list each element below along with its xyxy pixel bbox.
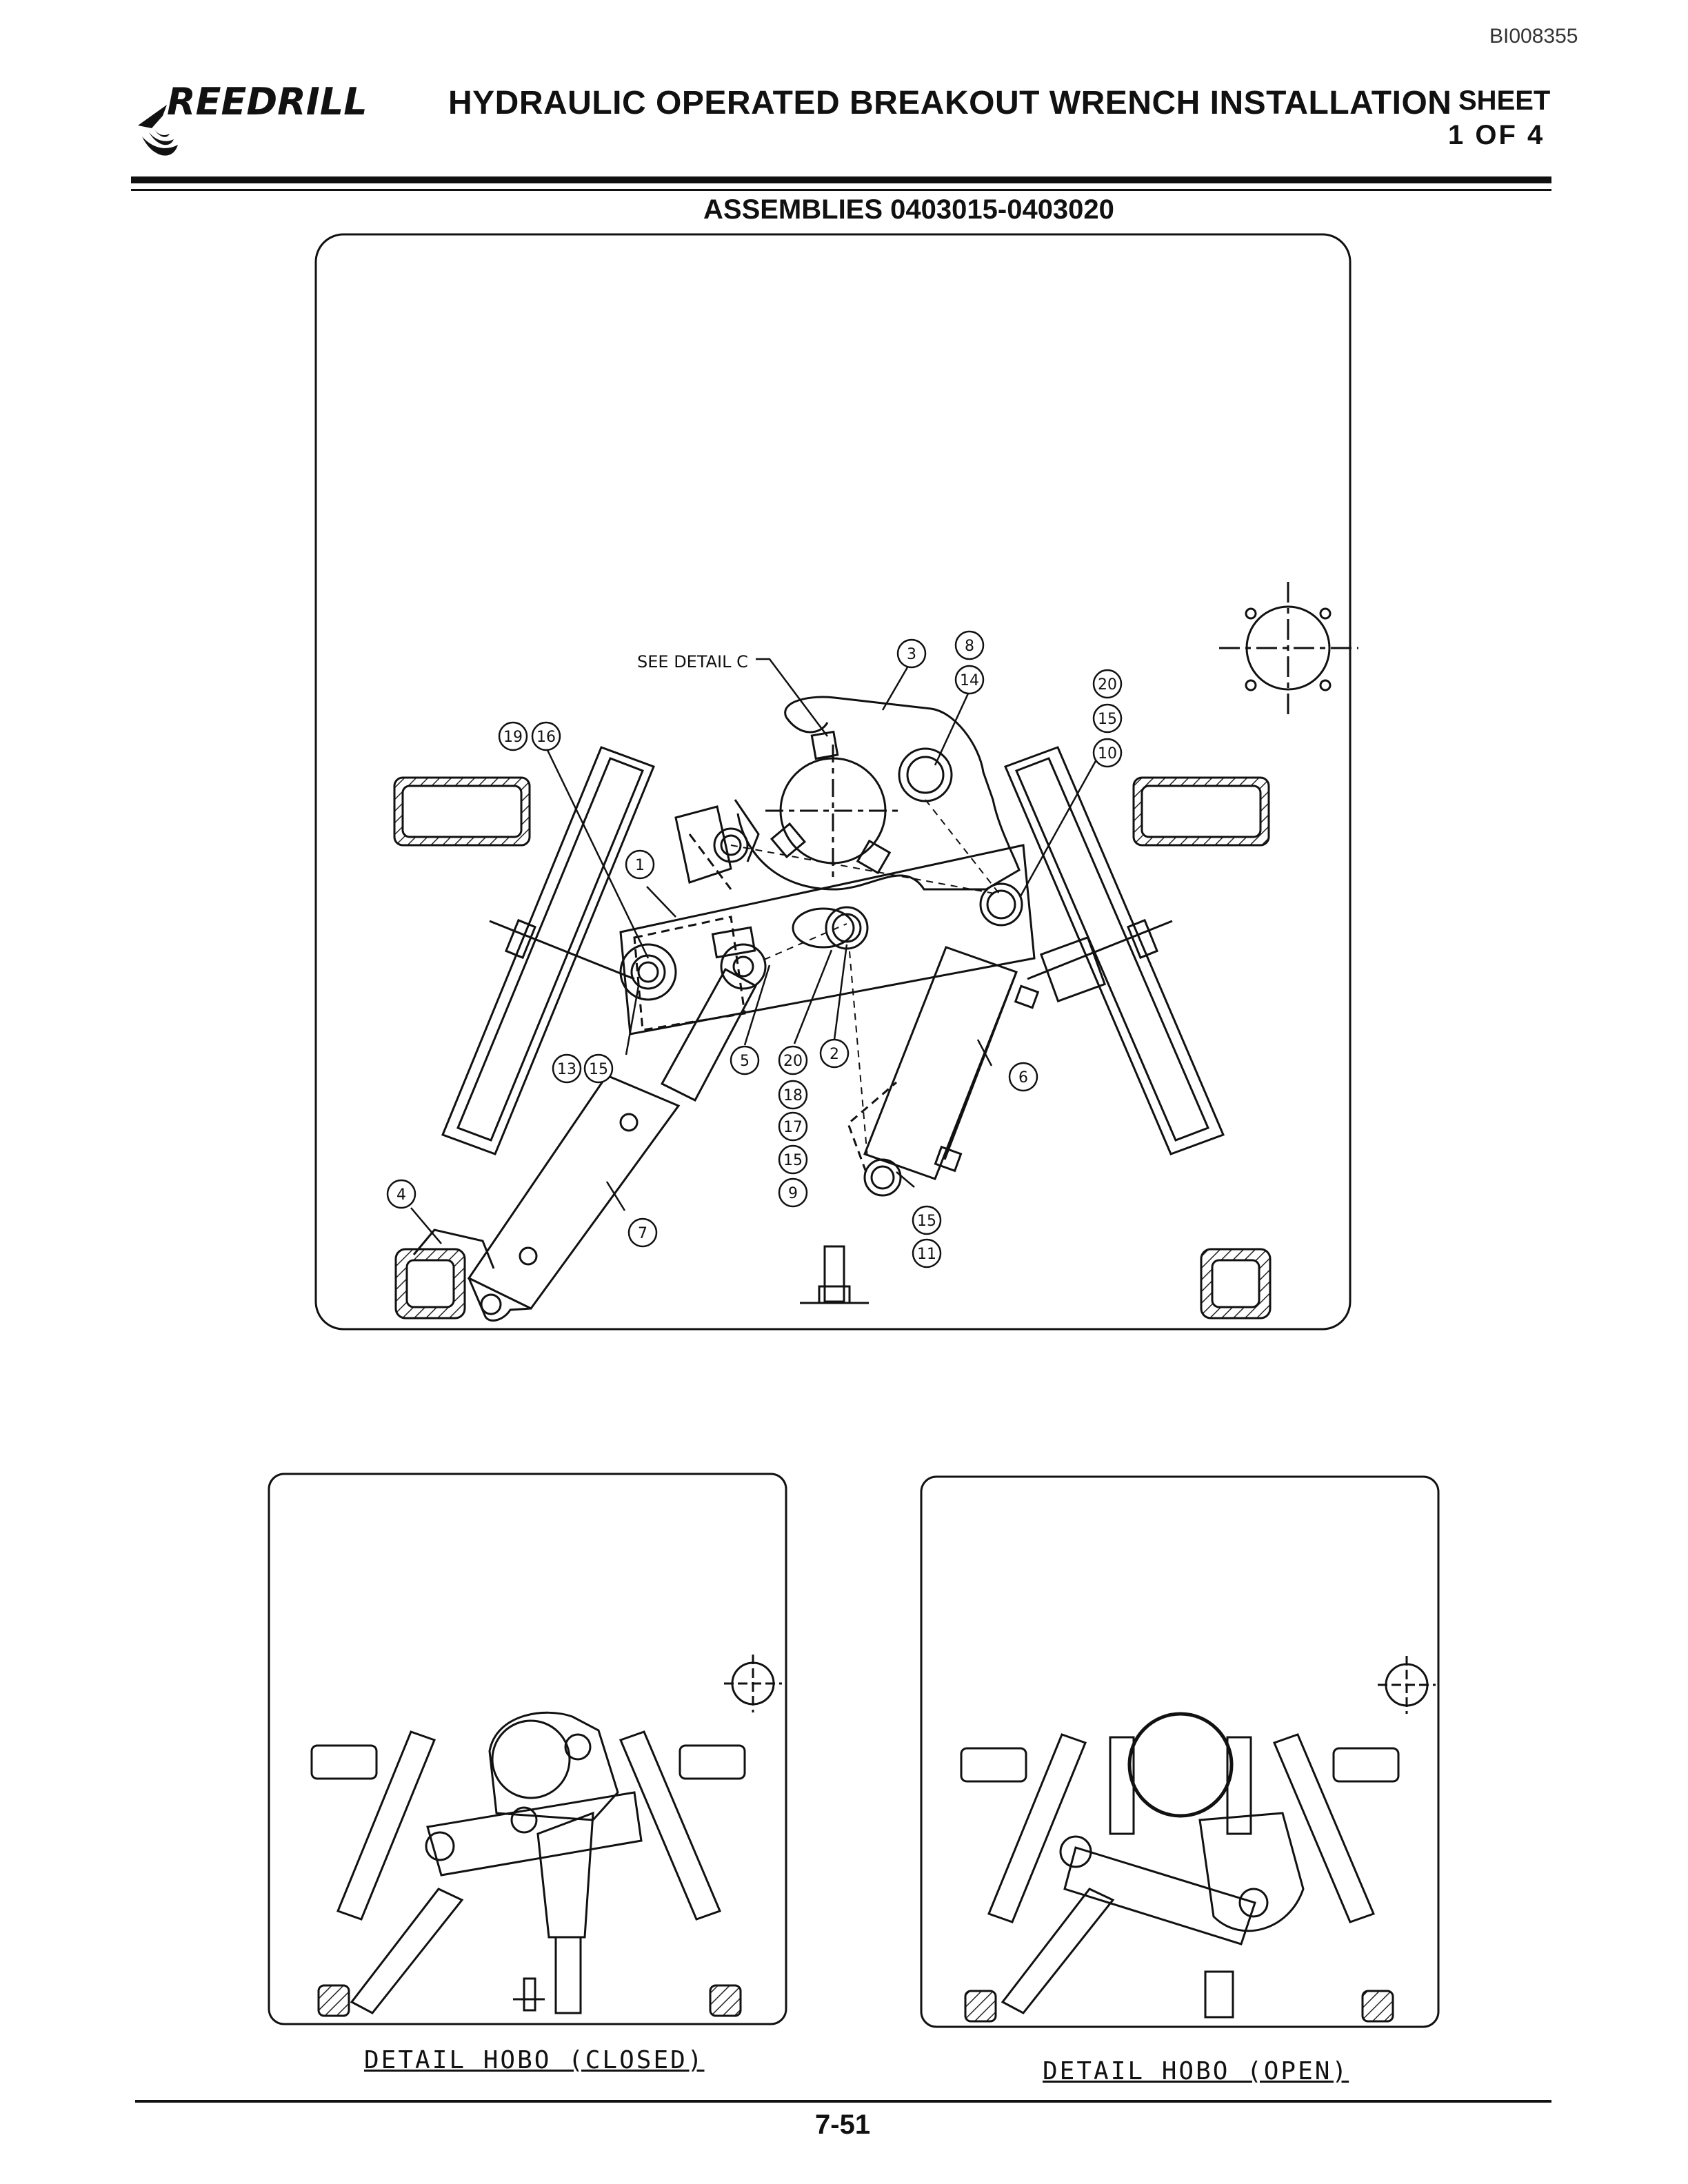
callout-10: 10 bbox=[1092, 738, 1123, 768]
callout-17: 17 bbox=[778, 1111, 808, 1142]
svg-text:20: 20 bbox=[783, 1053, 803, 1070]
leader-lines bbox=[410, 658, 1098, 1244]
svg-text:14: 14 bbox=[960, 672, 979, 689]
hydraulic-cylinder bbox=[467, 926, 767, 1322]
brand-text: REEDRILL bbox=[167, 80, 368, 123]
svg-text:17: 17 bbox=[783, 1119, 803, 1136]
detail-closed-frame bbox=[268, 1473, 787, 2025]
reedrill-logo: REEDRILL bbox=[138, 80, 368, 156]
callout-7: 7 bbox=[627, 1217, 658, 1248]
main-view: SEE DETAIL C 1 2 3 4 5 6 7 8 14 19 16 13… bbox=[314, 233, 1358, 1331]
svg-text:9: 9 bbox=[788, 1185, 798, 1202]
svg-text:3: 3 bbox=[907, 646, 916, 663]
svg-text:1: 1 bbox=[635, 857, 645, 874]
callout-15d: 15 bbox=[912, 1205, 942, 1235]
header-rule-thin bbox=[131, 189, 1551, 191]
page-title: HYDRAULIC OPERATED BREAKOUT WRENCH INSTA… bbox=[448, 85, 1452, 121]
callout-1: 1 bbox=[625, 849, 655, 880]
callout-5: 5 bbox=[730, 1045, 760, 1075]
right-tube bbox=[1132, 776, 1270, 847]
svg-text:16: 16 bbox=[536, 729, 556, 746]
svg-text:13: 13 bbox=[557, 1061, 576, 1078]
detail-open-view bbox=[920, 1475, 1440, 2028]
svg-text:15: 15 bbox=[1098, 711, 1117, 728]
svg-text:18: 18 bbox=[783, 1087, 803, 1104]
callout-2: 2 bbox=[819, 1038, 850, 1069]
detail-closed-view bbox=[268, 1473, 787, 2025]
page-number: 7-51 bbox=[815, 2110, 871, 2140]
callout-6: 6 bbox=[1008, 1062, 1038, 1092]
callout-15c: 15 bbox=[778, 1144, 808, 1175]
callout-16: 16 bbox=[531, 721, 561, 751]
bolt-circle-symbol bbox=[1219, 582, 1358, 720]
callout-8: 8 bbox=[954, 630, 985, 660]
main-view-frame bbox=[314, 233, 1352, 1331]
bracket bbox=[412, 1228, 495, 1269]
detail-closed-caption: DETAIL HOBO (CLOSED) bbox=[364, 2046, 705, 2074]
detail-open-caption: DETAIL HOBO (OPEN) bbox=[1043, 2057, 1349, 2085]
lever-plate bbox=[619, 844, 1036, 1035]
header-rule bbox=[131, 176, 1551, 183]
callout-11: 11 bbox=[912, 1238, 942, 1268]
svg-text:7: 7 bbox=[638, 1225, 647, 1242]
pipe-and-jaw bbox=[736, 696, 1021, 891]
assemblies-subtitle: ASSEMBLIES 0403015-0403020 bbox=[703, 194, 1114, 225]
callout-4: 4 bbox=[386, 1179, 416, 1209]
svg-text:2: 2 bbox=[830, 1046, 839, 1063]
bottom-right-tube bbox=[1200, 1248, 1272, 1320]
svg-text:10: 10 bbox=[1098, 745, 1117, 762]
callout-18: 18 bbox=[778, 1080, 808, 1110]
svg-text:5: 5 bbox=[740, 1053, 750, 1070]
left-tube bbox=[393, 776, 531, 847]
see-detail-label: SEE DETAIL C bbox=[637, 652, 748, 671]
callout-15b: 15 bbox=[1092, 703, 1123, 734]
callout-20a: 20 bbox=[1092, 669, 1123, 699]
callout-19: 19 bbox=[498, 721, 528, 751]
svg-text:4: 4 bbox=[396, 1186, 406, 1204]
side-cylinder bbox=[847, 946, 1040, 1197]
closed-bolt-circle bbox=[724, 1655, 782, 1712]
svg-text:19: 19 bbox=[503, 729, 523, 746]
footer-rule bbox=[135, 2100, 1551, 2103]
callout-20b: 20 bbox=[778, 1045, 808, 1075]
callout-3: 3 bbox=[896, 638, 927, 669]
callout-9: 9 bbox=[778, 1177, 808, 1208]
callouts: 1 2 3 4 5 6 7 8 14 19 16 13 15 20 15 10 … bbox=[386, 630, 1123, 1268]
svg-text:15: 15 bbox=[783, 1152, 803, 1169]
svg-text:15: 15 bbox=[589, 1061, 608, 1078]
detail-open-frame bbox=[920, 1475, 1440, 2028]
svg-text:8: 8 bbox=[965, 638, 974, 655]
left-pad bbox=[441, 746, 655, 1155]
open-bolt-circle bbox=[1378, 1656, 1436, 1714]
callout-14: 14 bbox=[954, 665, 985, 695]
linkage-lines bbox=[730, 799, 1002, 1159]
right-pad bbox=[1004, 746, 1225, 1155]
svg-text:15: 15 bbox=[917, 1213, 936, 1230]
center-bolt bbox=[800, 1245, 869, 1304]
document-id: BI008355 bbox=[1489, 25, 1578, 48]
svg-text:20: 20 bbox=[1098, 676, 1117, 694]
callout-15a: 15 bbox=[583, 1053, 614, 1084]
callout-13: 13 bbox=[552, 1053, 582, 1084]
bottom-left-tube bbox=[394, 1248, 466, 1320]
svg-text:6: 6 bbox=[1018, 1069, 1028, 1086]
sheet-count: 1 OF 4 bbox=[1448, 120, 1545, 150]
svg-text:11: 11 bbox=[917, 1246, 936, 1263]
sheet-label: SHEET bbox=[1458, 85, 1551, 116]
arm-part bbox=[674, 799, 760, 890]
